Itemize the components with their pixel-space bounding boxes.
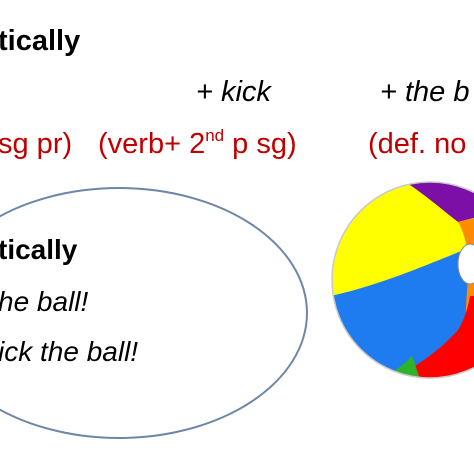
grammar-label-pronoun: sg pr) bbox=[0, 128, 73, 160]
grammar-label-verb: (verb+ 2nd p sg) bbox=[98, 127, 297, 160]
grammar-label-verb-post: p sg) bbox=[224, 128, 297, 160]
ball-segment-red bbox=[390, 296, 474, 378]
ball-segment-yellow bbox=[332, 182, 474, 296]
ellipse-heading: tically bbox=[0, 234, 78, 265]
beach-ball-image bbox=[331, 181, 474, 379]
section-heading: tically bbox=[0, 25, 81, 57]
ball-segment-purple bbox=[402, 182, 474, 222]
example-sentence-1: he ball! bbox=[0, 286, 89, 317]
ball-segment-green bbox=[374, 356, 420, 378]
word-the-ball: + the b bbox=[380, 76, 470, 108]
example-sentence-2: ick the ball! bbox=[0, 336, 139, 367]
grammar-label-verb-pre: (verb+ 2 bbox=[98, 128, 206, 160]
word-kick: + kick bbox=[196, 76, 271, 108]
ball-valve bbox=[457, 243, 474, 285]
grammar-label-verb-superscript: nd bbox=[205, 126, 225, 145]
ball-outline bbox=[331, 181, 474, 379]
grammar-label-noun: (def. no bbox=[368, 128, 467, 160]
